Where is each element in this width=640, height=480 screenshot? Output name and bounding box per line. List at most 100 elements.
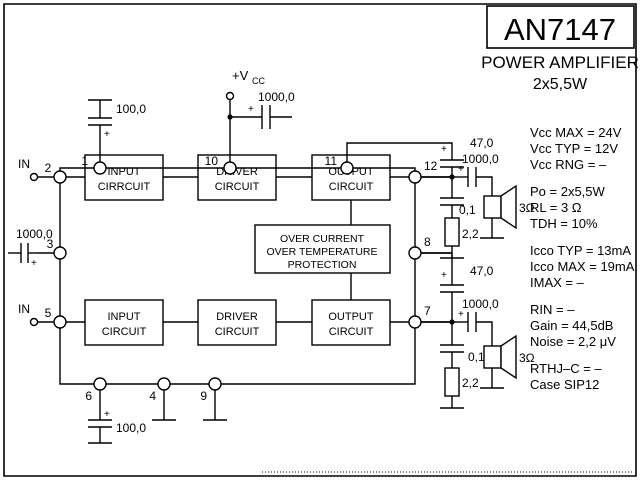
pin-node-12 xyxy=(408,170,422,184)
junction-output-bottom xyxy=(449,319,455,325)
spec-rin: RIN = – xyxy=(530,302,575,317)
pin-node-8 xyxy=(408,246,422,260)
part-number-text: AN7147 xyxy=(504,12,616,47)
output-network-top: + 47,0 + 1000,0 0,1 2,2 3Ω xyxy=(346,136,535,259)
cap-pin10-value: 1000,0 xyxy=(258,90,295,104)
block-driver-top-line2: CIRCUIT xyxy=(215,181,260,193)
spec-gain: Gain = 44,5dB xyxy=(530,318,613,333)
spec-imax: IMAX = – xyxy=(530,275,585,290)
block-input-top-line1: INPUT xyxy=(108,166,141,178)
pin-label-1: 1 xyxy=(81,154,88,168)
junction-vcc xyxy=(227,114,233,120)
cap-pin3-value: 1000,0 xyxy=(16,227,53,241)
cap-bot-1000-polarity: + xyxy=(458,309,464,320)
supply-label-sub: CC xyxy=(252,76,265,86)
block-protection-line1: OVER CURRENT xyxy=(280,233,365,245)
pin-node-2 xyxy=(53,170,67,184)
cap-pin1-polarity: + xyxy=(104,129,110,140)
speaker-top xyxy=(483,184,517,230)
spec-case: Case SIP12 xyxy=(530,377,599,392)
res-bot-22-value: 2,2 xyxy=(462,376,479,390)
pin-label-10: 10 xyxy=(205,154,219,168)
pin-node-6 xyxy=(93,377,107,391)
terminal-in-bottom[interactable] xyxy=(29,317,39,327)
cap-top-47-value: 47,0 xyxy=(470,136,494,150)
spec-vcc-max: Vcc MAX = 24V xyxy=(530,125,622,140)
ic-outline xyxy=(59,167,416,385)
pin-label-2: 2 xyxy=(45,161,52,175)
pin-label-9: 9 xyxy=(200,389,207,403)
ground-symbol-pin9 xyxy=(203,404,227,421)
block-protection-line2: OVER TEMPERATURE xyxy=(266,246,377,258)
spec-po: Po = 2x5,5W xyxy=(530,184,606,199)
pin-label-8: 8 xyxy=(424,235,431,249)
spec-tdh: TDH = 10% xyxy=(530,216,598,231)
block-output-bottom-line1: OUTPUT xyxy=(328,311,374,323)
pin-label-5: 5 xyxy=(45,306,52,320)
block-output-bottom-line2: CIRCUIT xyxy=(329,326,374,338)
spec-noise: Noise = 2,2 μV xyxy=(530,334,616,349)
block-input-bottom-line2: CIRCUIT xyxy=(102,326,147,338)
cap-bot-1000-value: 1000,0 xyxy=(462,297,499,311)
spec-rthjc: RTHJ–C = – xyxy=(530,361,602,376)
cap-bot-01-value: 0,1 xyxy=(468,350,485,364)
pin-node-1 xyxy=(93,161,107,175)
cap-pin10-polarity: + xyxy=(248,104,254,115)
supply-label: +V xyxy=(232,68,249,83)
cap-top-01-value: 0,1 xyxy=(459,203,476,217)
cap-pin3-polarity: + xyxy=(31,258,37,269)
block-driver-bottom-line1: DRIVER xyxy=(216,311,258,323)
spec-vcc-typ: Vcc TYP = 12V xyxy=(530,141,618,156)
pin-node-11 xyxy=(340,161,354,175)
pin-node-3 xyxy=(53,246,67,260)
title-subtitle: POWER AMPLIFIER xyxy=(481,53,639,72)
cap-top-1000-polarity: + xyxy=(458,164,464,175)
cap-pin1-group: + 100,0 xyxy=(88,99,146,150)
pin-node-7 xyxy=(408,315,422,329)
cap-bot-47-polarity: + xyxy=(441,270,447,281)
pin-node-4 xyxy=(157,377,171,391)
cap-pin6-value: 100,0 xyxy=(116,421,146,435)
cap-top-1000-value: 1000,0 xyxy=(462,152,499,166)
junction-output-top xyxy=(449,174,455,180)
block-driver-bottom-line2: CIRCUIT xyxy=(215,326,260,338)
speaker-bottom xyxy=(483,334,517,380)
pin-number-labels: 1 10 11 2 3 5 12 8 7 6 4 9 xyxy=(45,154,438,403)
cap-pin1-value: 100,0 xyxy=(116,102,146,116)
terminal-in-bottom-label: IN xyxy=(18,302,30,316)
ground-group: + 100,0 xyxy=(88,404,227,444)
block-output-top-line2: CIRCUIT xyxy=(329,181,374,193)
supply-group: + 1000,0 +V CC xyxy=(225,68,295,148)
terminal-in-top[interactable] xyxy=(29,172,39,182)
res-top-22-value: 2,2 xyxy=(462,227,479,241)
speaker-top-impedance: 3Ω xyxy=(519,201,535,215)
pin-label-6: 6 xyxy=(85,389,92,403)
pin-node-5 xyxy=(53,315,67,329)
cap-pin3-group: + 1000,0 xyxy=(8,227,53,269)
block-protection xyxy=(254,224,391,274)
page-border xyxy=(3,3,637,477)
cap-top-47-polarity: + xyxy=(441,144,447,155)
ground-symbol-pin4 xyxy=(152,404,176,421)
pin-nodes xyxy=(53,161,422,391)
pin-label-11: 11 xyxy=(325,154,338,168)
speaker-bottom-impedance: 3Ω xyxy=(519,351,535,365)
title-block: AN7147 POWER AMPLIFIER 2x5,5W xyxy=(481,5,639,93)
specification-list: Vcc MAX = 24V Vcc TYP = 12V Vcc RNG = – … xyxy=(530,125,635,392)
terminal-vcc[interactable] xyxy=(225,91,235,101)
cap-pin6-polarity: + xyxy=(104,409,110,420)
pin-label-12: 12 xyxy=(424,159,438,173)
pin-node-9 xyxy=(208,377,222,391)
pin-label-3: 3 xyxy=(47,237,54,251)
cap-bot-47-value: 47,0 xyxy=(470,264,494,278)
spec-rl: RL = 3 Ω xyxy=(530,200,582,215)
spec-icco-typ: Icco TYP = 13mA xyxy=(530,243,631,258)
pin-node-10 xyxy=(223,161,237,175)
output-network-bottom: + 47,0 + 1000,0 0,1 2,2 3Ω xyxy=(421,252,535,409)
pin-label-4: 4 xyxy=(149,389,156,403)
input-terminals: IN IN xyxy=(18,157,39,327)
terminal-in-top-label: IN xyxy=(18,157,30,171)
